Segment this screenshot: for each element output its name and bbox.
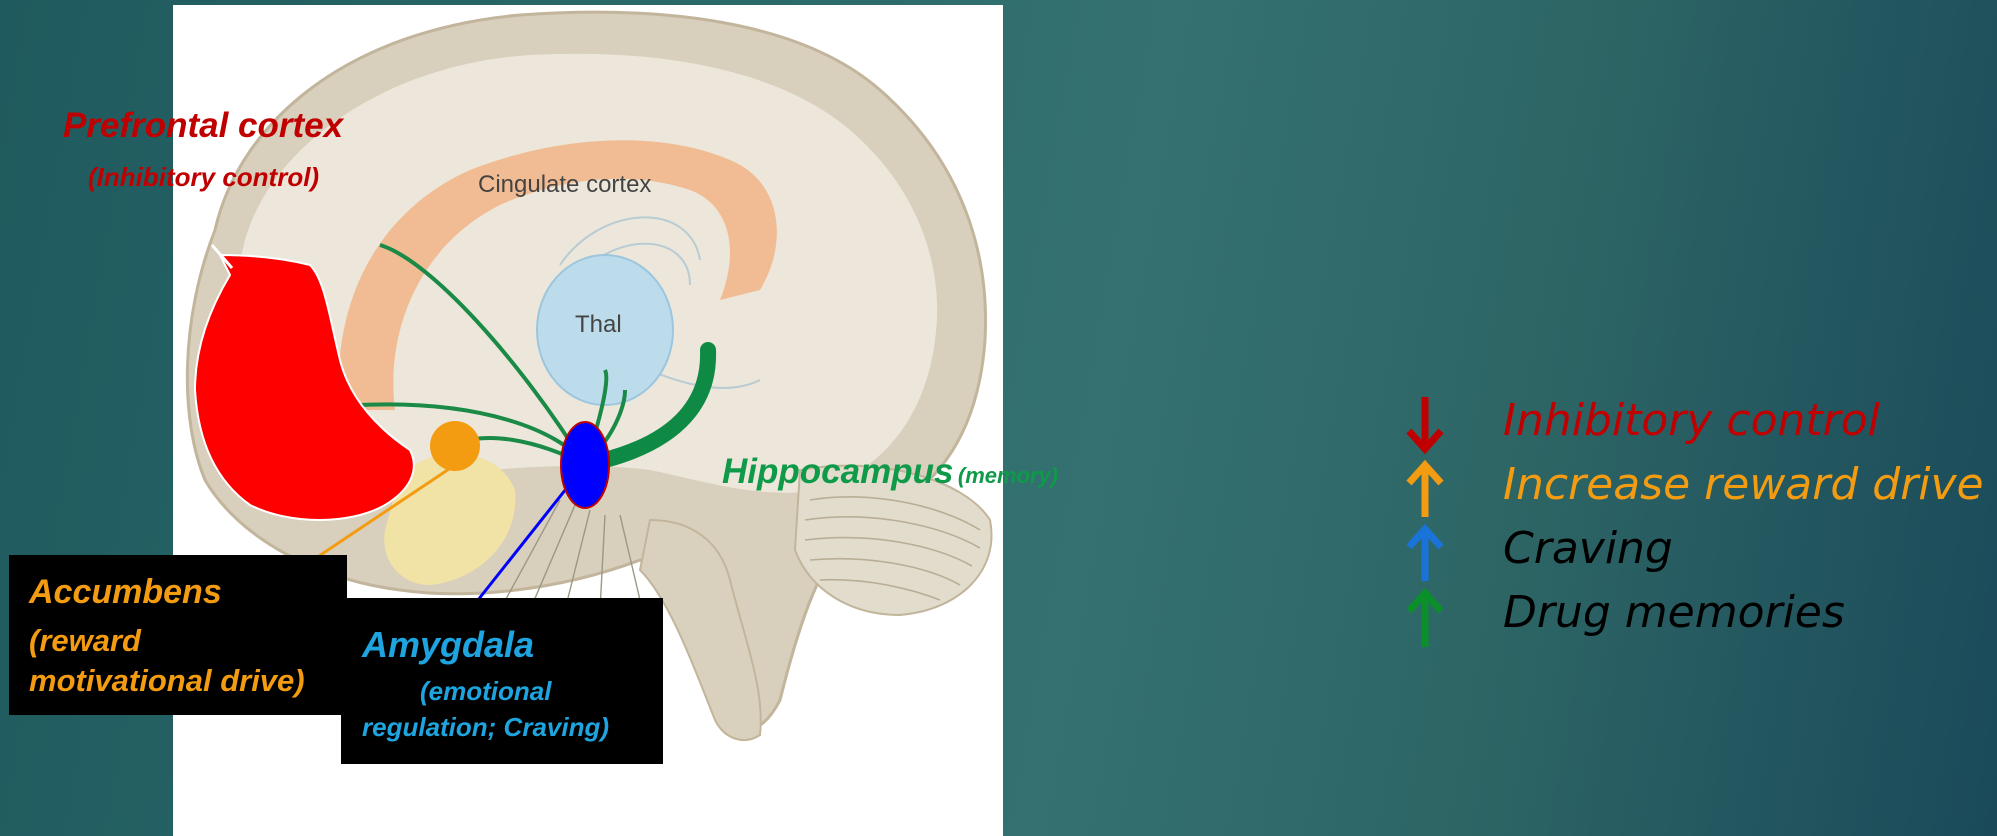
accumbens-line3: motivational drive)	[29, 663, 305, 699]
prefrontal-subtitle: (Inhibitory control)	[88, 162, 319, 193]
legend-label-memories: Drug memories	[1503, 587, 1845, 638]
arrow-down-icon	[1400, 393, 1450, 457]
accumbens-title: Accumbens	[29, 573, 222, 612]
amygdala-marker	[561, 422, 609, 508]
accumbens-label-box: Accumbens (reward motivational drive)	[9, 555, 347, 715]
legend-label-reward: Increase reward drive	[1503, 459, 1984, 510]
arrow-up-icon	[1400, 521, 1450, 585]
legend-row-reward: Increase reward drive	[1400, 457, 1990, 521]
legend-label-inhibitory: Inhibitory control	[1503, 395, 1880, 446]
cingulate-label: Cingulate cortex	[478, 171, 651, 198]
hippocampus-label: Hippocampus (memory)	[722, 452, 1058, 492]
hippocampus-subtitle: (memory)	[958, 463, 1058, 488]
amygdala-line2: (emotional	[420, 676, 551, 707]
legend-label-craving: Craving	[1503, 523, 1673, 574]
accumbens-line2: (reward	[29, 623, 141, 659]
amygdala-title: Amygdala	[362, 624, 534, 666]
hippocampus-title: Hippocampus	[722, 452, 953, 491]
legend-row-inhibitory: Inhibitory control	[1400, 393, 1990, 457]
accumbens-marker	[430, 421, 480, 471]
legend-row-memories: Drug memories	[1400, 585, 1990, 649]
amygdala-label-box: Amygdala (emotional regulation; Craving)	[341, 598, 663, 764]
thal-label: Thal	[575, 311, 622, 338]
arrow-up-icon	[1400, 585, 1450, 649]
arrow-up-icon	[1400, 457, 1450, 521]
legend-row-craving: Craving	[1400, 521, 1990, 585]
prefrontal-title: Prefrontal cortex	[63, 106, 343, 146]
amygdala-line3: regulation; Craving)	[362, 712, 609, 743]
